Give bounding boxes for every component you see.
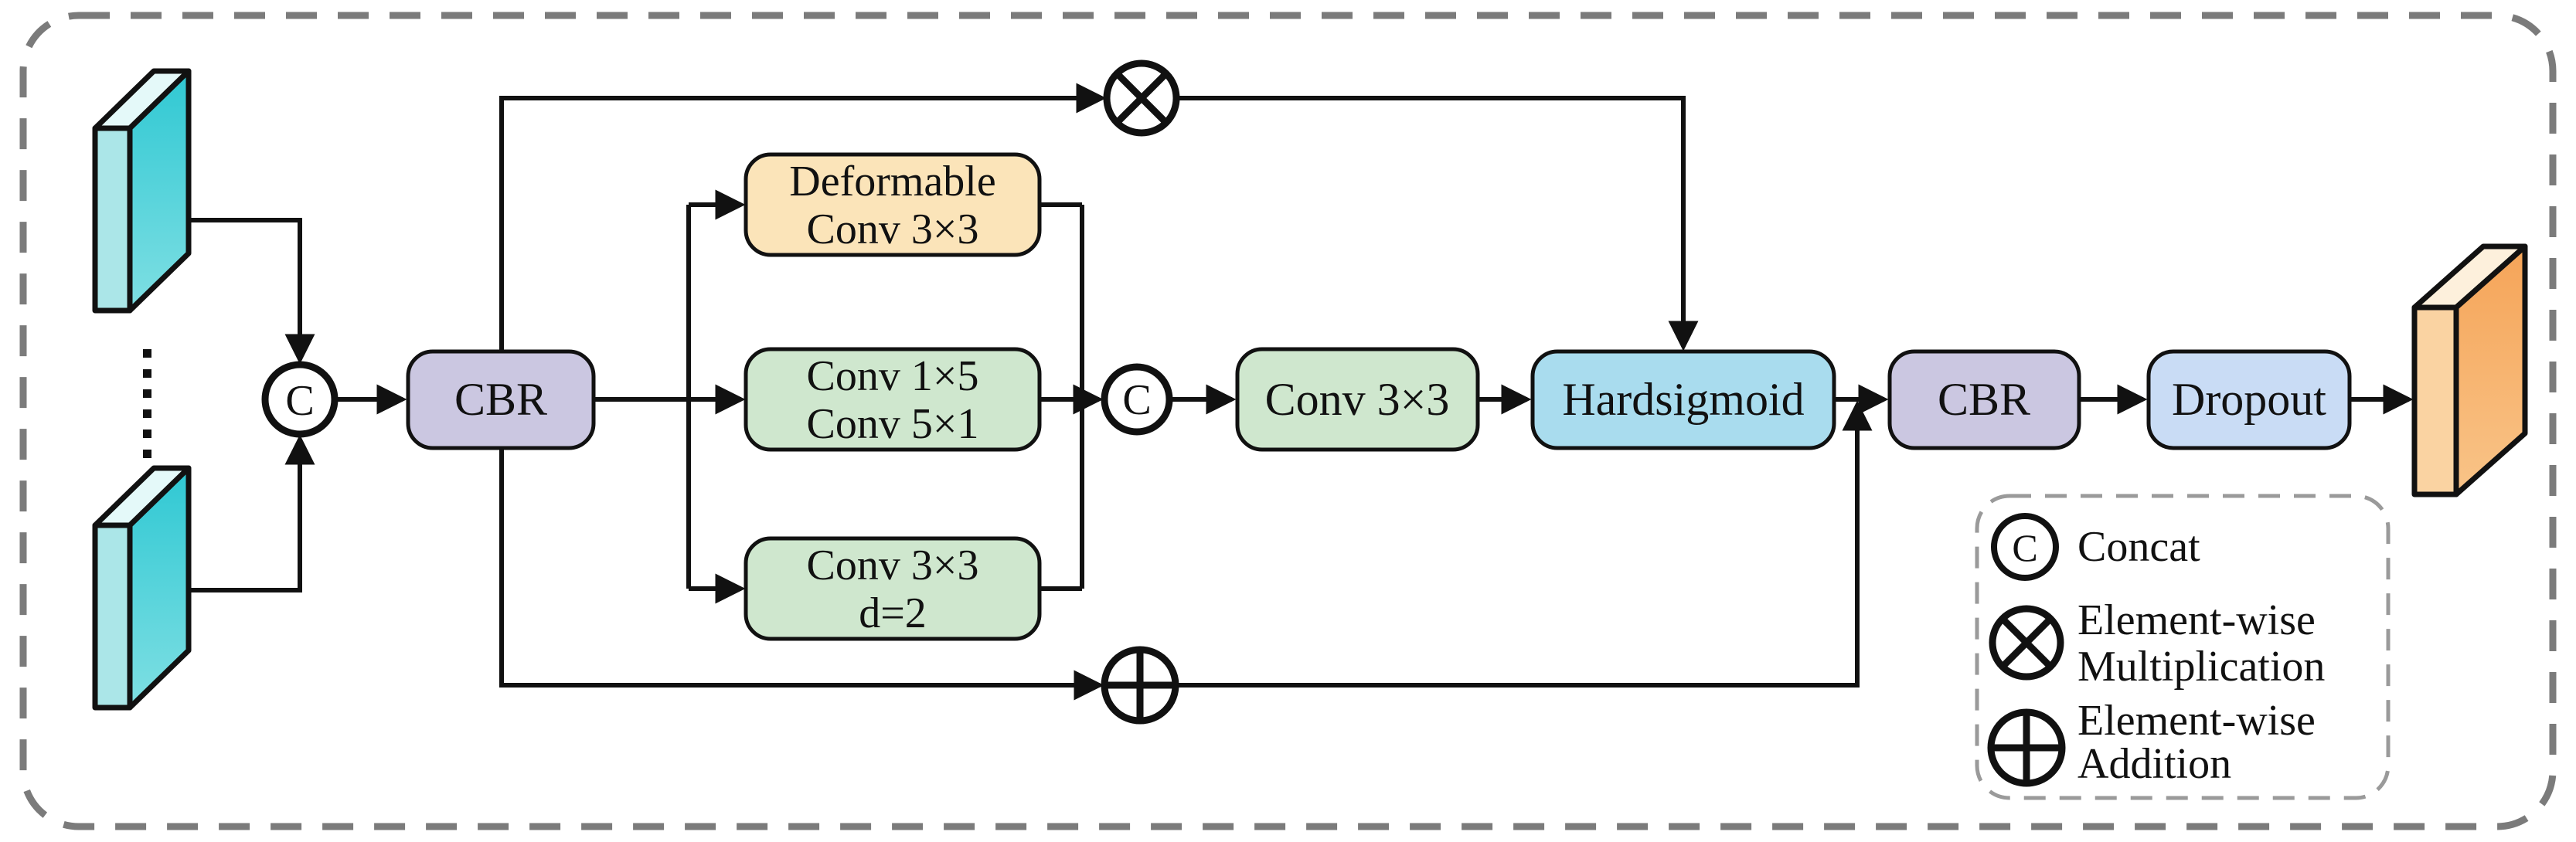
add-circle — [1101, 646, 1179, 725]
concat-letter: C — [285, 377, 314, 425]
node-label-line1: Conv 3×3 — [807, 542, 979, 589]
legend-multiply-label-line2: Multiplication — [2077, 643, 2325, 691]
legend-add-label-line1: Element-wise — [2077, 697, 2316, 745]
wire-add-to-junction — [1176, 400, 1873, 688]
wire-multiply-to-hardsigmoid — [1176, 96, 1699, 351]
node-label: CBR — [1938, 374, 2030, 425]
legend-multiply-label-line1: Element-wise — [2077, 596, 2316, 644]
node-label-line1: Conv 1×5 — [807, 352, 979, 400]
input-feature-map-top — [92, 68, 192, 314]
node-conv33: Conv 3×3 — [1235, 347, 1480, 452]
multiply-circle — [1103, 59, 1180, 137]
node-dropout: Dropout — [2146, 349, 2352, 450]
legend-add-icon — [1987, 708, 2066, 787]
outer-dashed-border — [19, 12, 2557, 830]
node-conv15-51: Conv 1×5 Conv 5×1 — [744, 347, 1042, 452]
legend: C Concat Element-wise Multiplication Ele… — [1975, 494, 2391, 800]
node-cbr2: CBR — [1887, 349, 2081, 450]
node-label: Conv 3×3 — [1265, 374, 1450, 425]
node-deformable-conv: Deformable Conv 3×3 — [744, 152, 1042, 257]
node-label-line2: Conv 3×3 — [807, 205, 979, 253]
node-label-line1: Deformable — [789, 158, 995, 205]
node-hardsigmoid: Hardsigmoid — [1530, 349, 1836, 450]
legend-dashed-border — [1975, 494, 2391, 800]
node-label-line2: Conv 5×1 — [807, 400, 979, 448]
node-label-line2: d=2 — [859, 589, 927, 637]
legend-concat-icon: C — [1991, 513, 2059, 581]
wire-cbr1-to-multiply — [499, 83, 1107, 351]
node-label: CBR — [454, 374, 547, 425]
output-feature-map — [2411, 243, 2528, 497]
input-ellipsis-dots — [143, 349, 151, 458]
legend-multiply-icon — [1989, 605, 2064, 681]
node-label: Hardsigmoid — [1562, 374, 1804, 425]
concat-letter: C — [1122, 376, 1151, 424]
wire-bottom-input-to-concat — [189, 434, 315, 592]
node-label: Dropout — [2172, 374, 2326, 425]
input-feature-map-bottom — [92, 465, 192, 711]
legend-concat-letter: C — [2012, 526, 2037, 569]
node-conv33-d2: Conv 3×3 d=2 — [744, 536, 1042, 641]
slab-front-strip — [2411, 304, 2459, 497]
wire-top-input-to-concat — [189, 218, 315, 365]
slab-front-strip — [92, 522, 133, 711]
legend-add-label-line2: Addition — [2077, 740, 2231, 788]
node-cbr1: CBR — [406, 349, 596, 450]
concat-circle-mid: C — [1101, 363, 1173, 436]
wire-cbr1-to-add — [499, 446, 1104, 701]
slab-front-strip — [92, 125, 133, 314]
legend-concat-label: Concat — [2077, 523, 2200, 571]
concat-circle-input: C — [261, 361, 339, 438]
